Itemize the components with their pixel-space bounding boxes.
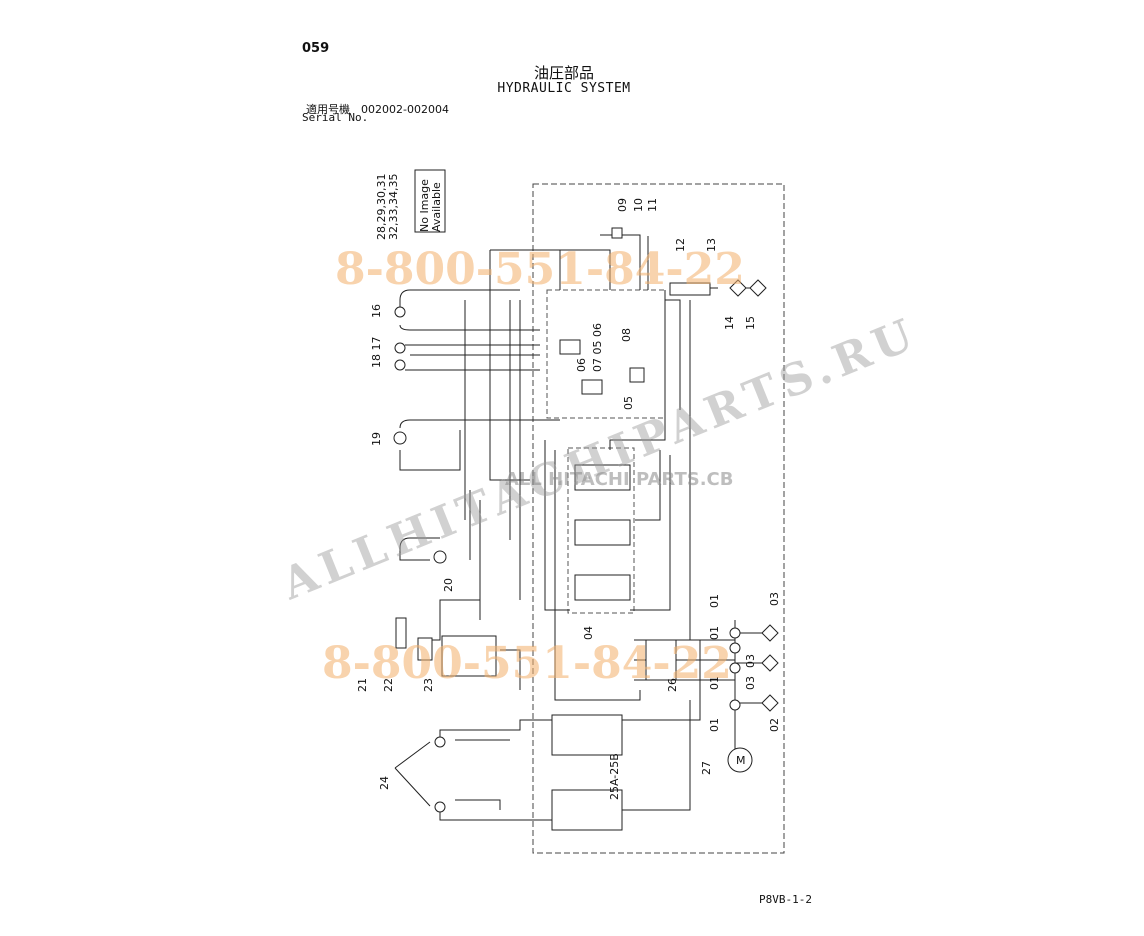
callout-06: 06	[575, 358, 588, 372]
unit-boundary	[532, 183, 785, 854]
check-14	[729, 279, 747, 297]
watermark-phone-bottom: 8-800-551-84-22	[322, 638, 732, 689]
spool-valve-b	[574, 519, 631, 546]
document-code: P8VB-1-2	[759, 893, 812, 906]
serial-range-label: 適用号機 002002-002004	[306, 103, 449, 116]
callout-16: 16	[370, 304, 383, 318]
spool-valve-c	[574, 574, 631, 601]
tank-21	[395, 617, 407, 649]
callout-04: 04	[582, 626, 595, 640]
check-15	[749, 279, 767, 297]
valve-07	[559, 339, 581, 355]
valve-25b	[551, 789, 623, 831]
page-title: HYDRAULIC SYSTEM	[497, 81, 631, 96]
callout-02: 02	[768, 718, 781, 732]
valve-05	[629, 367, 645, 383]
filter-13	[669, 282, 711, 296]
no-image-box	[414, 169, 446, 233]
valve-25a	[551, 714, 623, 756]
callout-26: 26	[666, 678, 679, 692]
valve-block-boundary	[546, 289, 666, 419]
pump-01c	[729, 662, 741, 674]
filter-03a	[761, 624, 779, 642]
callout-03b: 03	[744, 676, 757, 690]
callout-01b: 01	[708, 626, 721, 640]
serial-number-label: Serial No.	[302, 111, 369, 124]
leader-24	[394, 741, 431, 807]
valve-26	[645, 639, 677, 681]
callout-refs-b: 32,33,34,35	[387, 174, 400, 240]
callout-21: 21	[356, 678, 369, 692]
valve-23	[441, 635, 497, 677]
watermark-phone-top: 8-800-551-84-22	[335, 244, 745, 295]
callout-09: 09	[616, 198, 629, 212]
callout-01d: 01	[708, 718, 721, 732]
pump-01a	[729, 627, 741, 639]
callout-14: 14	[723, 316, 736, 330]
callout-07-05-06: 07 05 06	[591, 323, 604, 372]
reference-callouts: 28,29,30,31 32,33,34,35	[375, 174, 400, 240]
no-image-text: No Image Available	[418, 179, 443, 232]
no-image-line2: Available	[430, 182, 443, 232]
callout-23: 23	[422, 678, 435, 692]
actuator-24a	[434, 736, 446, 748]
callout-17-18: 18 17	[370, 337, 383, 369]
callout-13: 13	[705, 238, 718, 252]
callout-03a: 03	[768, 592, 781, 606]
pump-18	[394, 359, 406, 371]
callout-01a: 01	[708, 594, 721, 608]
valve-06	[581, 379, 603, 395]
actuator-24b	[434, 801, 446, 813]
pump-01d	[729, 699, 741, 711]
pump-20	[433, 550, 447, 564]
callout-24: 24	[378, 776, 391, 790]
callout-22: 22	[382, 678, 395, 692]
callout-05: 05	[622, 396, 635, 410]
pump-16	[394, 306, 406, 318]
page-number: 059	[302, 41, 330, 56]
pump-19	[393, 431, 407, 445]
components	[393, 227, 779, 831]
callout-27: 27	[700, 761, 713, 775]
motor-27	[727, 747, 753, 773]
motor-label: M	[736, 754, 746, 767]
sensor-09	[611, 227, 623, 239]
filter-03b	[761, 654, 779, 672]
callout-11: 11	[646, 198, 659, 212]
callout-03c: 03	[744, 654, 757, 668]
callout-15: 15	[744, 316, 757, 330]
filter-02	[761, 694, 779, 712]
no-image-line1: No Image	[418, 179, 431, 232]
callout-25a-25b: 25A-25B	[608, 753, 621, 800]
callout-08: 08	[620, 328, 633, 342]
callout-20: 20	[442, 578, 455, 592]
callout-01c: 01	[708, 676, 721, 690]
callout-12: 12	[674, 238, 687, 252]
valve-22	[417, 637, 433, 661]
page-title-japanese: 油圧部品	[533, 64, 594, 82]
callout-19: 19	[370, 432, 383, 446]
control-valve-boundary	[567, 447, 635, 614]
watermark-logo: ALL HITACHI PARTS.CB	[505, 469, 733, 490]
pump-01b	[729, 642, 741, 654]
spool-valve-a	[574, 464, 631, 491]
pump-17	[394, 342, 406, 354]
callout-refs-a: 28,29,30,31	[375, 174, 388, 240]
callout-10: 10	[632, 198, 645, 212]
